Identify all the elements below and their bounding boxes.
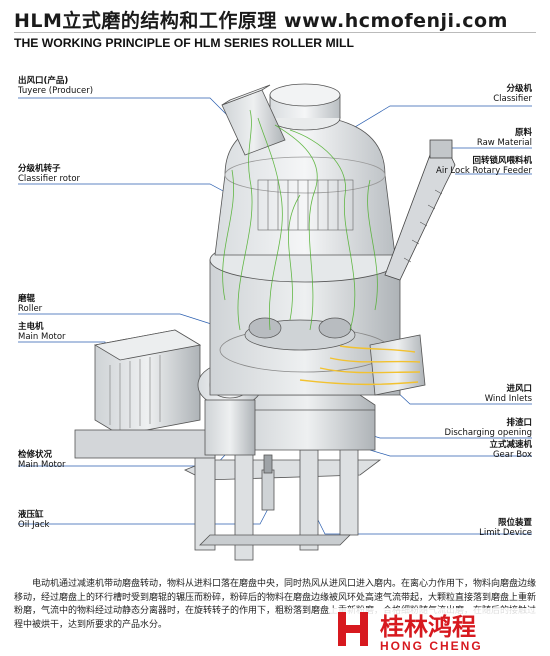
main-motor — [74, 329, 216, 459]
roller — [244, 317, 356, 351]
principle-description: 电动机通过减速机带动磨盘转动，物料从进料口落在磨盘中央，同时热风从进风口进入磨内… — [14, 579, 537, 630]
roller-mill-diagram — [18, 83, 532, 561]
leader-classifier-rotor — [18, 183, 241, 201]
base-frame — [184, 439, 382, 561]
classifier-dome — [214, 83, 396, 256]
leader-limit-device — [317, 519, 532, 535]
hongcheng-logo-mark — [338, 612, 368, 646]
hongcheng-logo: 桂林鸿程 HONG CHENG — [330, 608, 548, 654]
leader-oil-jack — [18, 504, 271, 525]
air-flow-green — [222, 109, 378, 331]
title-divider — [14, 32, 536, 33]
oil-jack — [261, 454, 275, 511]
title-english: THE WORKING PRINCIPLE OF HLM SERIES ROLL… — [14, 36, 354, 50]
tuyere-outlet — [221, 84, 286, 156]
gear-box — [239, 394, 376, 451]
air-lock-feeder — [384, 139, 456, 281]
leader-gear-box — [369, 449, 532, 457]
hot-air-flow-yellow — [299, 345, 421, 386]
label-tuyere: 出风口(产品)Tuyere (Producer) — [18, 76, 94, 96]
leader-tuyere — [18, 97, 233, 121]
classifier-rotor — [257, 179, 354, 231]
logo-brand-en: HONG CHENG — [380, 639, 483, 653]
leader-classifier — [349, 105, 532, 131]
leader-lines — [18, 97, 532, 535]
title-chinese: HLM立式磨的结构和工作原理 www.hcmofenji.com — [14, 10, 508, 32]
logo-brand-cn: 桂林鸿程 — [380, 613, 476, 641]
wind-inlets — [369, 334, 426, 396]
